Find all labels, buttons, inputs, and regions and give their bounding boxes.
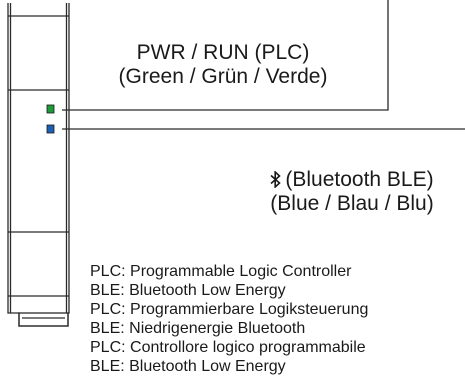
bluetooth-callout-line2: (Blue / Blau / Blu) [270, 192, 434, 215]
bluetooth-callout: (Bluetooth BLE) (Blue / Blau / Blu) [232, 168, 465, 216]
pwr-run-led [46, 104, 55, 114]
pwr-run-callout: PWR / RUN (PLC) (Green / Grün / Verde) [78, 41, 368, 89]
glossary-entry: PLC: Programmable Logic Controller [90, 263, 352, 280]
pwr-run-callout-line2: (Green / Grün / Verde) [118, 65, 328, 88]
device-housing [7, 3, 70, 327]
glossary-entry: BLE: Bluetooth Low Energy [90, 282, 286, 299]
bluetooth-callout-line1: (Bluetooth BLE) [285, 168, 434, 191]
abbreviation-glossary: PLC: Programmable Logic Controller BLE: … [90, 262, 368, 376]
bluetooth-callout-line1-row: (Bluetooth BLE) [232, 168, 465, 192]
glossary-entry: BLE: Bluetooth Low Energy [90, 358, 286, 375]
bluetooth-icon [270, 168, 282, 192]
glossary-entry: PLC: Controllore logico programmabile [90, 339, 366, 356]
glossary-entry: PLC: Programmierbare Logiksteuerung [90, 301, 369, 318]
pwr-leader-line [62, 0, 389, 111]
glossary-entry: BLE: Niedrigenergie Bluetooth [90, 320, 306, 337]
din-rail-clip [18, 312, 69, 327]
bluetooth-led [46, 124, 55, 134]
pwr-run-callout-line1: PWR / RUN (PLC) [136, 41, 310, 64]
